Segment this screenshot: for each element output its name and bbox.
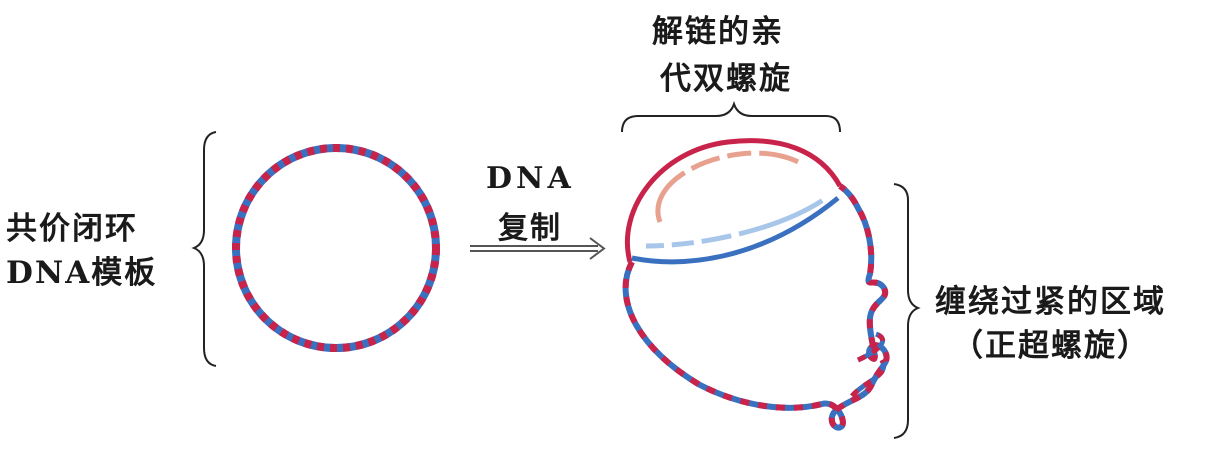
- supercoil-label-line2: （正超螺旋）: [952, 328, 1150, 364]
- replicating-dna: [622, 138, 890, 431]
- template-bracket: [191, 131, 217, 367]
- replication-label-line2: 复制: [498, 211, 562, 246]
- supercoiled-loop: [622, 183, 890, 431]
- unwound-label-line2: 代双螺旋: [660, 61, 792, 97]
- template-label-line1: 共价闭环: [6, 211, 138, 247]
- unwound-bracket: [621, 100, 841, 133]
- parental-red-strand: [624, 138, 843, 263]
- supercoil-label-line1: 缠绕过紧的区域: [935, 284, 1166, 320]
- parental-blue-strand: [631, 196, 840, 265]
- template-label-line2: DNA模板: [6, 255, 158, 291]
- new-pink-strand: [655, 150, 816, 223]
- unwound-label-line1: 解链的亲: [652, 14, 784, 50]
- replication-label-line1: DNA: [486, 161, 575, 196]
- supercoil-bracket: [893, 183, 921, 439]
- circular-dna-template: [232, 144, 440, 352]
- supercoil-knot-red: [850, 331, 887, 398]
- new-lightblue-strand: [645, 195, 828, 249]
- supercoiled-loop-red: [622, 183, 890, 431]
- replication-arrow: [470, 237, 606, 260]
